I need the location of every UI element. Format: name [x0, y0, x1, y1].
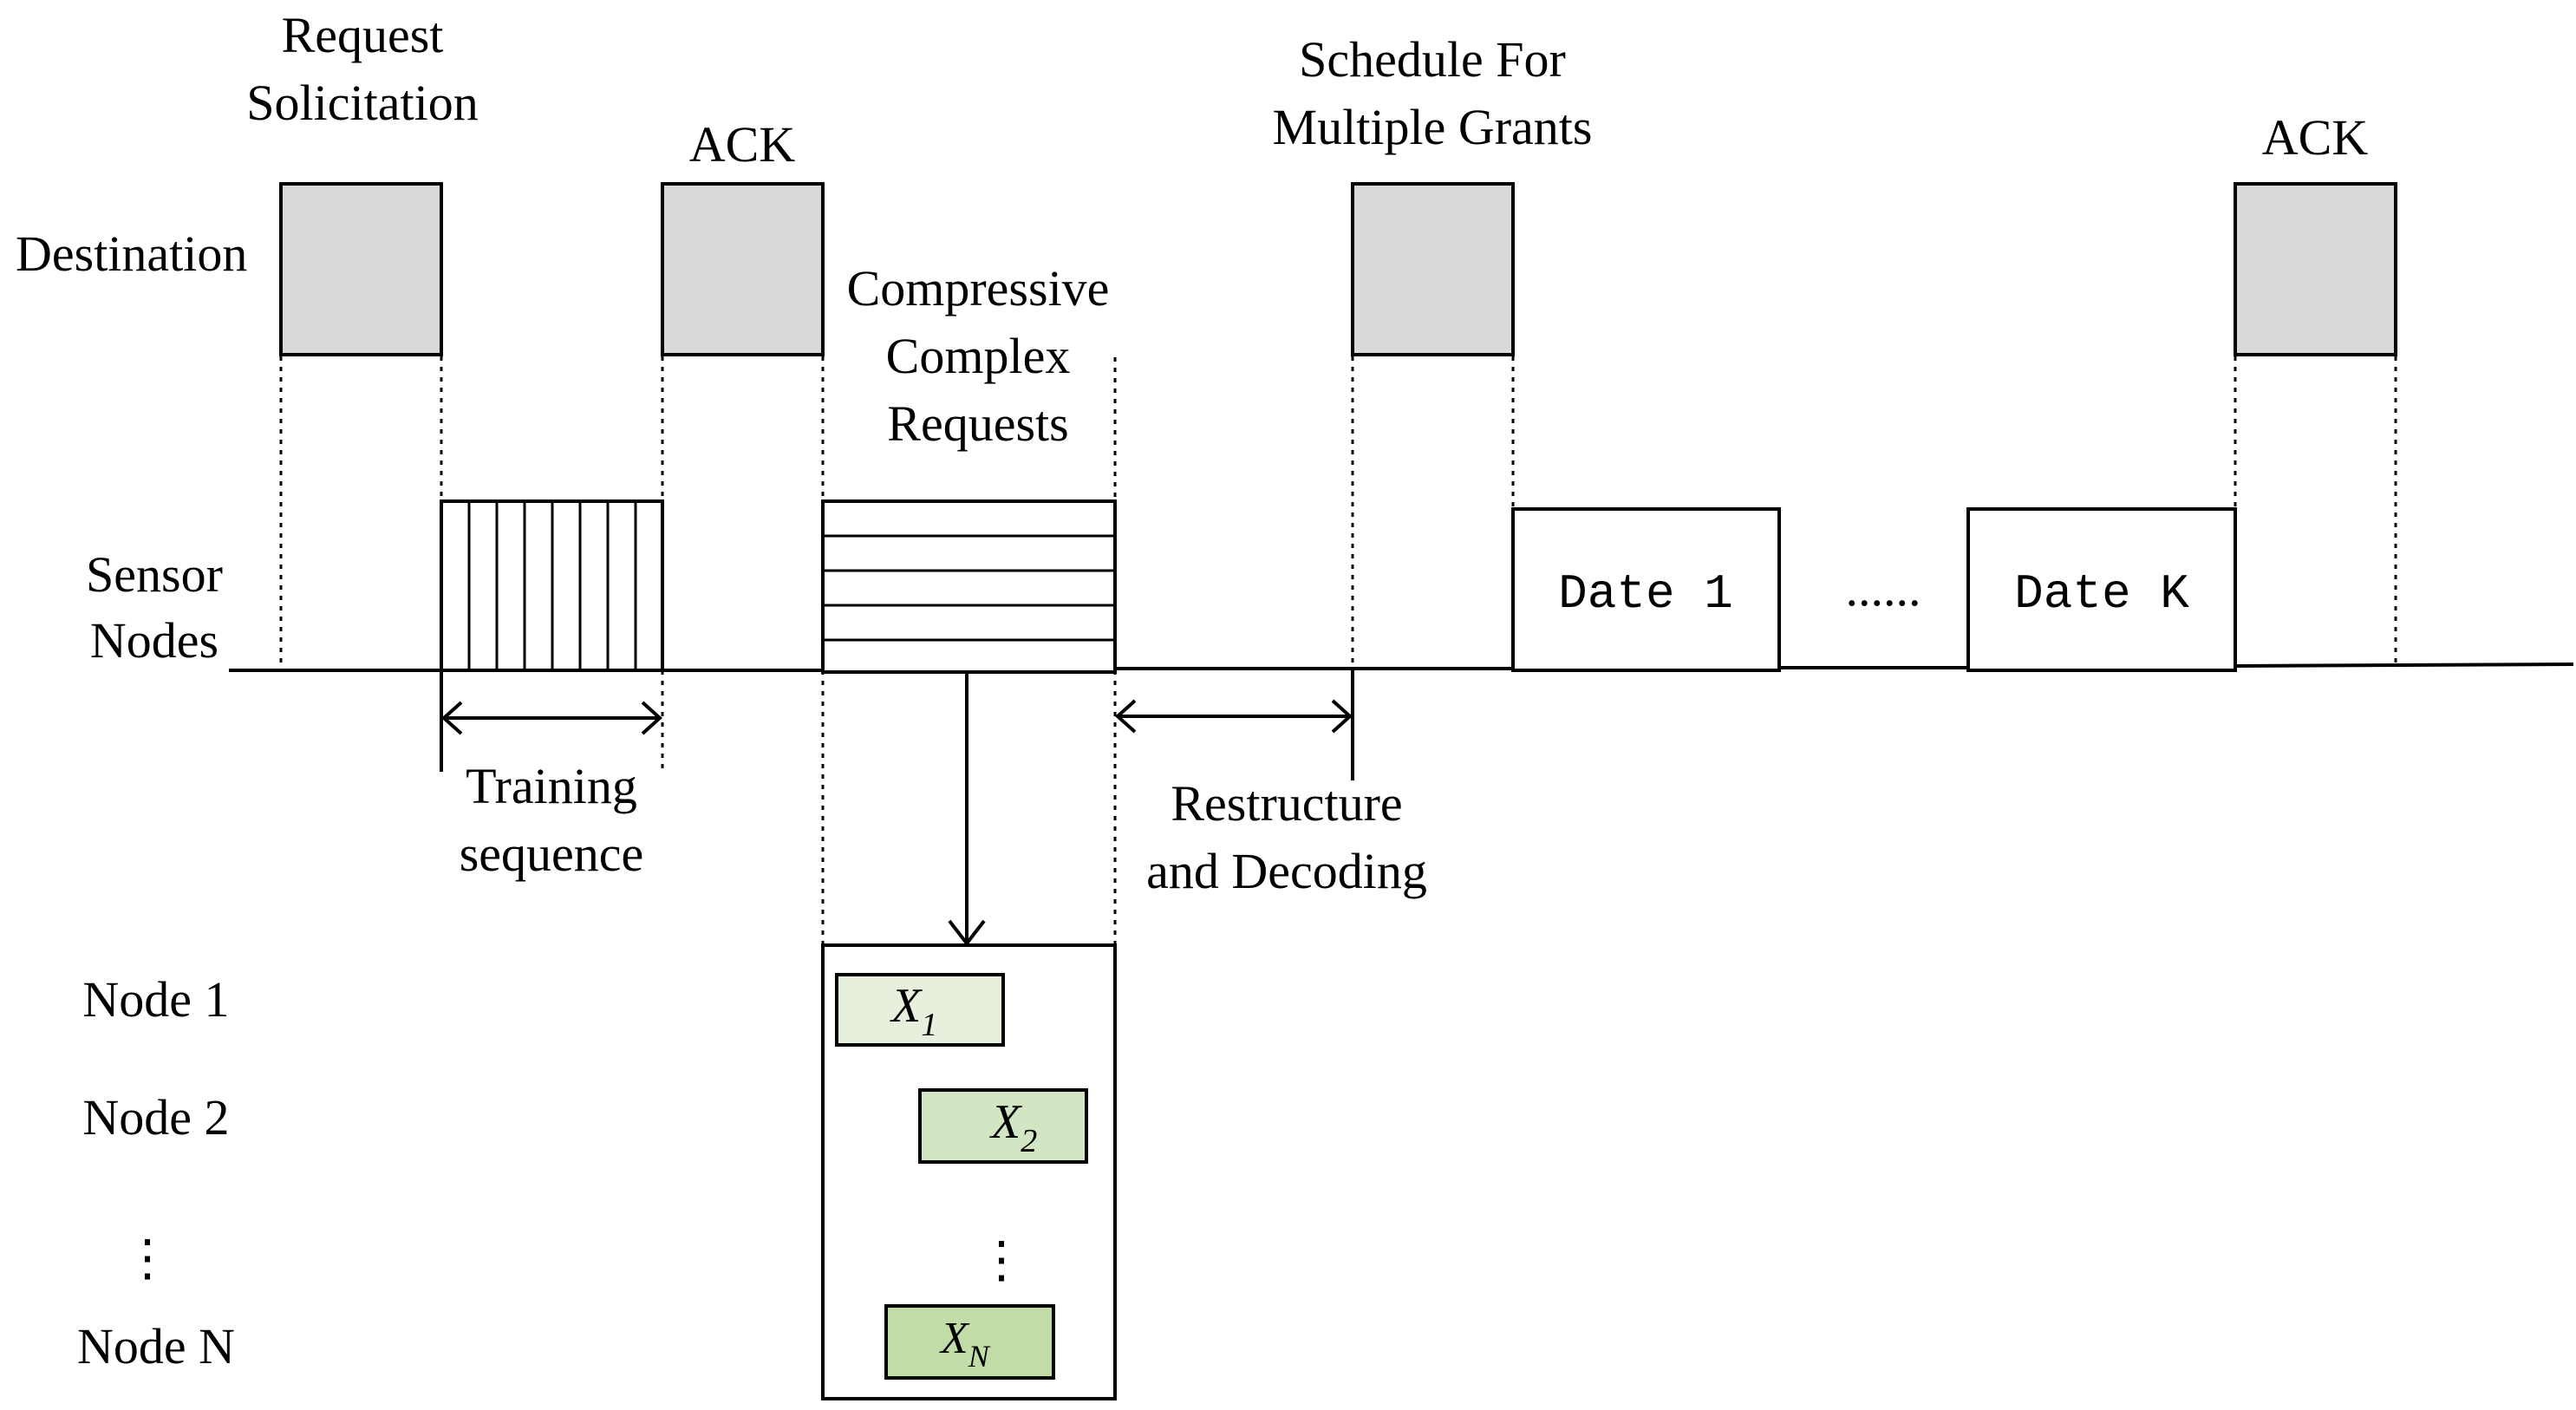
- compressive-requests-block: [821, 499, 1117, 674]
- node-vdots: ⋮: [122, 1230, 173, 1286]
- restructure-interval-arrow: [1115, 670, 1354, 780]
- compressive-requests-label-line2: Complex: [886, 328, 1071, 384]
- ack-label-1: ACK: [689, 116, 796, 173]
- data-box-1: [1511, 507, 1781, 672]
- sensor-timeline: [229, 663, 2574, 672]
- schedule-grants-label-line2: Multiple Grants: [1273, 99, 1593, 155]
- request-solicitation-box: [279, 182, 443, 356]
- request-solicitation-label-line2: Solicitation: [246, 75, 478, 131]
- node-2-label: Node 2: [82, 1089, 229, 1146]
- restructure-decoding-label-line2: and Decoding: [1146, 843, 1427, 899]
- compressive-requests-label-line3: Requests: [887, 395, 1068, 452]
- panel-vdots: ⋮: [976, 1231, 1027, 1288]
- schedule-grants-box: [1351, 182, 1515, 356]
- data-box-k: [1966, 507, 2237, 672]
- ack-box-2: [2234, 182, 2397, 356]
- node-n-label: Node N: [77, 1318, 235, 1374]
- node-1-label: Node 1: [82, 971, 229, 1028]
- training-sequence-label-line1: Training: [466, 758, 637, 814]
- data-box-1-label: Date 1: [1558, 566, 1733, 622]
- destination-row-label: Destination: [16, 225, 247, 282]
- decode-down-arrow: [948, 673, 986, 947]
- sensor-nodes-label-line2: Nodes: [90, 612, 218, 669]
- xN-box: [884, 1304, 1055, 1380]
- training-sequence-block: [440, 499, 664, 672]
- x2-box: [918, 1088, 1088, 1164]
- training-sequence-label-line2: sequence: [460, 826, 644, 882]
- ack-label-2: ACK: [2262, 109, 2369, 166]
- compressive-requests-label-line1: Compressive: [847, 260, 1110, 317]
- ack-box-1: [661, 182, 825, 356]
- restructure-decoding-label-line1: Restructure: [1171, 775, 1402, 832]
- data-box-k-label: Date K: [2014, 566, 2189, 622]
- xN-symbol: XN: [939, 1314, 991, 1374]
- data-ellipsis: ......: [1846, 560, 1921, 617]
- x2-symbol: X2: [989, 1095, 1037, 1159]
- x1-box: [835, 973, 1005, 1047]
- training-interval-arrow: [440, 670, 662, 772]
- request-solicitation-label-line1: Request: [282, 7, 444, 63]
- x1-symbol: X1: [890, 979, 937, 1043]
- sensor-nodes-label-line1: Sensor: [86, 546, 223, 603]
- schedule-grants-label-line1: Schedule For: [1299, 31, 1566, 88]
